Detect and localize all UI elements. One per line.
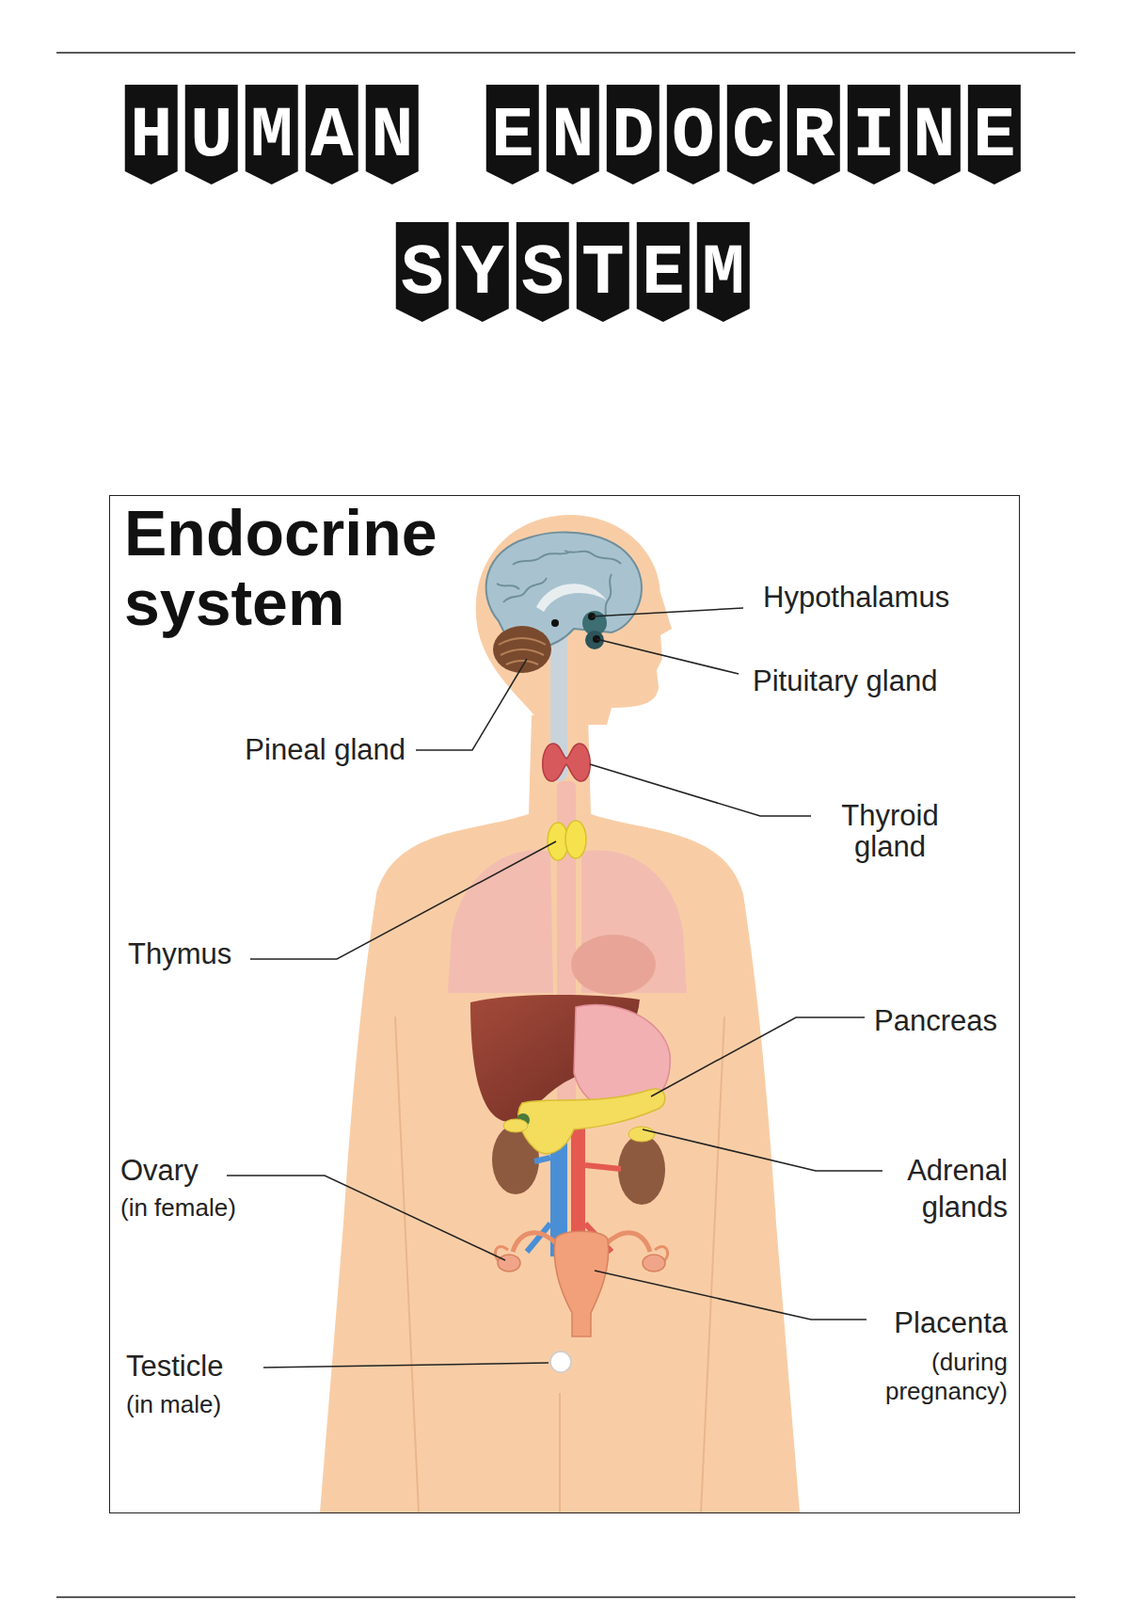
leader-line <box>591 607 744 617</box>
head <box>476 514 672 725</box>
figure-heading: Endocrine system <box>124 497 463 637</box>
heart <box>571 934 656 995</box>
organ-label: Pineal gland <box>244 732 406 767</box>
adrenal-shape <box>503 1118 528 1132</box>
organ-label: Pancreas <box>874 1003 998 1038</box>
organ-label: (during pregnancy) <box>857 1347 1008 1406</box>
leader-line <box>594 1270 867 1320</box>
leader-line <box>250 841 557 959</box>
pancreas-shape <box>518 1088 666 1154</box>
organ-label: Pituitary gland <box>752 664 938 699</box>
organ-label: (in female) <box>120 1192 237 1223</box>
organ-label: (in male) <box>126 1389 222 1419</box>
brain-folds <box>496 550 621 621</box>
organ-label: Hypothalamus <box>763 580 950 615</box>
page-rule <box>56 51 1076 54</box>
kidney <box>618 1134 666 1205</box>
ovary-shape <box>497 1254 521 1272</box>
organ-label: Adrenal glands <box>885 1151 1008 1225</box>
leader-line <box>415 658 527 750</box>
organ-label: Ovary <box>120 1153 199 1188</box>
uterus <box>554 1230 608 1336</box>
adrenal-shape <box>628 1126 655 1142</box>
corpus-callosum <box>536 583 607 612</box>
ovary-shape <box>642 1254 666 1272</box>
organ-label: Thyroid gland <box>824 799 956 862</box>
cerebellum-folds <box>498 637 546 665</box>
leader-line <box>596 638 739 674</box>
organ-label: Placenta <box>893 1305 1008 1340</box>
pineal-dot <box>551 619 559 627</box>
page-rule <box>56 1595 1076 1598</box>
leader-line <box>589 763 811 816</box>
thymus-shape <box>565 820 587 859</box>
organ-label: Thymus <box>127 937 232 971</box>
leader-line <box>651 1017 865 1097</box>
leader-line <box>642 1129 883 1171</box>
leader-line <box>263 1362 549 1368</box>
body-silhouette <box>319 715 800 1512</box>
leader-line <box>226 1175 506 1260</box>
organ-label: Testicle <box>126 1349 223 1384</box>
testicle-shape <box>550 1351 572 1372</box>
thyroid-shape <box>542 743 591 781</box>
title: HUMAN ENDOCRINE SYSTEM <box>94 67 1052 343</box>
